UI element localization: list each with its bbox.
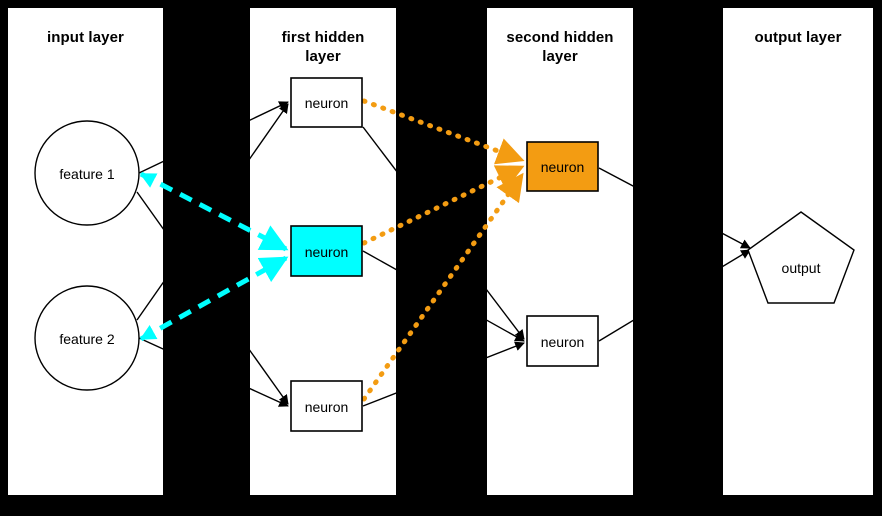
layer-panel-second-hidden: second hidden layer: [487, 8, 633, 495]
layer-title-output: output layer: [754, 29, 842, 46]
node-label-hidden1-neuron-middle: neuron: [304, 244, 349, 260]
node-label-hidden2-neuron-top: neuron: [540, 159, 585, 175]
node-label-hidden2-neuron-bottom: neuron: [540, 334, 585, 350]
layer-title-input: input layer: [47, 29, 124, 46]
layer-panel-input: input layer: [8, 8, 163, 495]
node-label-output: output: [781, 260, 821, 276]
layer-title-second-hidden: second hidden layer: [506, 29, 614, 65]
node-label-feature-2: feature 2: [59, 331, 115, 347]
node-label-feature-1: feature 1: [59, 166, 115, 182]
layer-panel-output: output layer: [723, 8, 873, 495]
node-label-hidden1-neuron-top: neuron: [304, 95, 349, 111]
node-label-hidden1-neuron-bottom: neuron: [304, 399, 349, 415]
layer-title-first-hidden: first hidden layer: [281, 29, 365, 65]
